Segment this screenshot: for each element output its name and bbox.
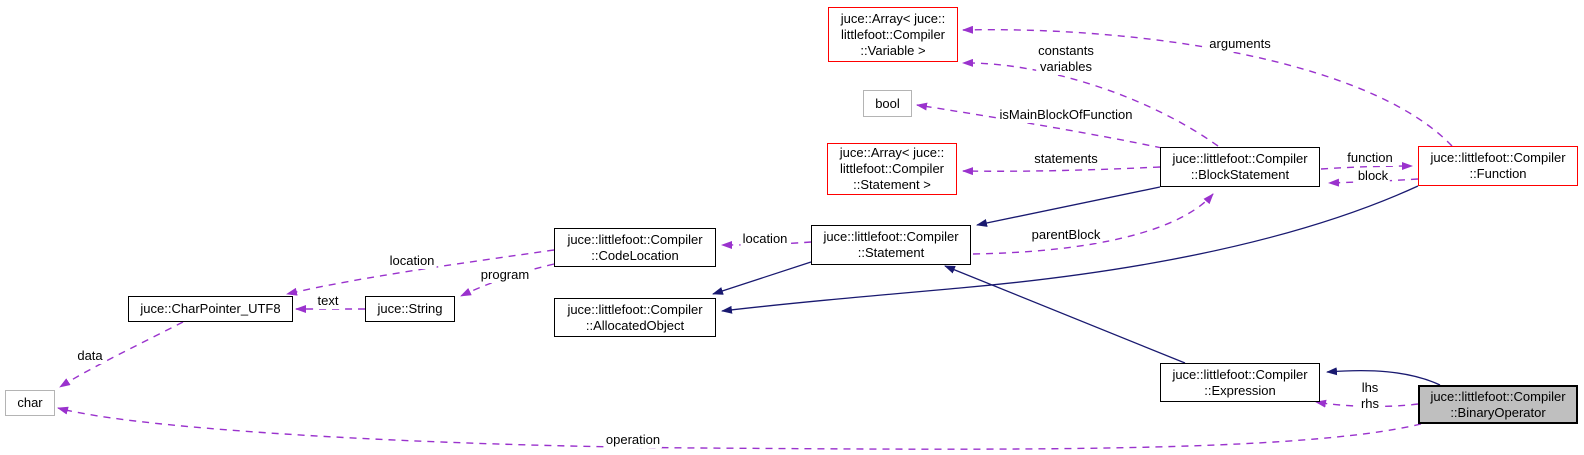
edge-location-codelocation xyxy=(286,249,555,296)
edge-statements xyxy=(962,166,1161,176)
edge-blockstatement-inherits-statement xyxy=(976,186,1161,227)
edge-label-data: data xyxy=(75,348,105,364)
edge-label-location-codelocation: location xyxy=(387,253,437,269)
edge-data xyxy=(59,321,184,388)
edge-statement-inherits-allocatedobject xyxy=(712,261,812,295)
node-allocated-object[interactable]: juce::littlefoot::Compiler ::AllocatedOb… xyxy=(554,298,716,337)
edge-function-inherits-allocatedobject xyxy=(721,185,1419,314)
edge-label-block: block xyxy=(1355,168,1391,184)
node-string[interactable]: juce::String xyxy=(365,296,455,322)
edge-constants-variables xyxy=(962,58,1219,147)
edge-function xyxy=(1320,162,1413,171)
node-char-pointer-utf8[interactable]: juce::CharPointer_UTF8 xyxy=(128,296,293,322)
node-block-statement[interactable]: juce::littlefoot::Compiler ::BlockStatem… xyxy=(1160,147,1320,187)
edge-label-location-statement: location xyxy=(740,231,790,247)
edge-parent-block xyxy=(972,193,1214,255)
node-array-variable[interactable]: juce::Array< juce:: littlefoot::Compiler… xyxy=(828,7,958,62)
edge-label-text: text xyxy=(315,293,341,309)
edge-arguments xyxy=(962,25,1453,147)
edge-operation xyxy=(57,406,1422,450)
edge-label-function: function xyxy=(1345,150,1395,166)
node-array-statement[interactable]: juce::Array< juce:: littlefoot::Compiler… xyxy=(827,143,957,195)
node-statement[interactable]: juce::littlefoot::Compiler ::Statement xyxy=(811,225,971,265)
edge-lhs-rhs xyxy=(1315,399,1419,408)
edge-label-arguments: arguments xyxy=(1207,36,1273,52)
edge-expression-inherits-statement xyxy=(944,265,1186,364)
node-expression[interactable]: juce::littlefoot::Compiler ::Expression xyxy=(1160,363,1320,402)
edge-label-lhs-rhs: lhs rhs xyxy=(1358,380,1382,412)
node-binary-operator: juce::littlefoot::Compiler ::BinaryOpera… xyxy=(1418,385,1578,424)
edge-label-is-main-block-of-function: isMainBlockOfFunction xyxy=(997,107,1135,123)
edge-is-main-block-of-function xyxy=(916,102,1163,149)
edge-label-operation: operation xyxy=(603,432,663,448)
node-char: char xyxy=(5,390,55,416)
edge-label-constants-variables: constants variables xyxy=(1036,43,1096,75)
node-bool: bool xyxy=(863,90,912,117)
edge-binaryoperator-inherits-expression xyxy=(1326,367,1441,386)
edge-label-program: program xyxy=(478,267,532,283)
edge-label-statements: statements xyxy=(1032,151,1100,167)
edge-label-parent-block: parentBlock xyxy=(1029,227,1103,243)
node-code-location[interactable]: juce::littlefoot::Compiler ::CodeLocatio… xyxy=(554,228,716,267)
node-function[interactable]: juce::littlefoot::Compiler ::Function xyxy=(1418,146,1578,186)
